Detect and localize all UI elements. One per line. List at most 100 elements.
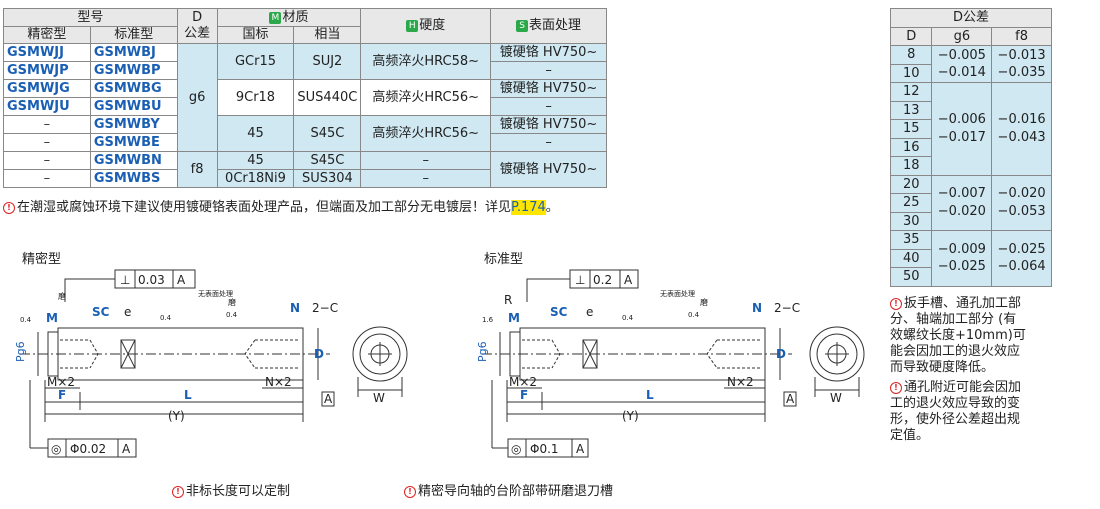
col-f8: f8 — [991, 26, 1052, 46]
header-equiv: 相当 — [293, 26, 362, 44]
label-mx2: M×2 — [509, 375, 537, 389]
d-value: 30 — [889, 211, 933, 231]
model-standard[interactable]: GSMWBP — [89, 61, 178, 80]
d-value: 10 — [889, 63, 933, 83]
hardness-value: – — [360, 169, 492, 188]
perp-symbol: ⊥ — [120, 273, 130, 287]
roughness-mark: 0.4 — [622, 314, 634, 322]
model-precision[interactable]: GSMWJJ — [3, 43, 91, 62]
model-standard[interactable]: GSMWBJ — [89, 43, 178, 62]
material-equiv: SUS304 — [293, 169, 362, 188]
side-note: !扳手槽、通孔加工部 分、轴端加工部分 (有 效螺纹长度+10mm)可 能会因加… — [890, 296, 1026, 375]
label-m: M — [508, 311, 520, 325]
surface-value: – — [490, 97, 607, 116]
hardness-value: – — [360, 151, 492, 170]
col-g6: g6 — [931, 26, 993, 46]
precision-title: 精密型 — [22, 252, 62, 267]
label-n: N — [290, 301, 300, 315]
label-sc: SC — [92, 305, 110, 319]
grind-mark: 磨 — [228, 297, 236, 307]
perp-tolerance: 0.2 — [593, 273, 612, 287]
conc-symbol: ◎ — [511, 442, 521, 456]
roughness-mark: 0.4 — [160, 314, 172, 322]
label-mx2: M×2 — [47, 375, 75, 389]
label-chamfer: 2−C — [774, 301, 800, 315]
side-note: !通孔附近可能会因加 工的退火效应导致的变 形，使外径公差超出规 定值。 — [890, 380, 1022, 443]
model-standard[interactable]: GSMWBY — [89, 115, 178, 134]
warning-icon: ! — [3, 202, 15, 214]
label-l: L — [646, 388, 654, 402]
label-n: N — [752, 301, 762, 315]
side-notes: !扳手槽、通孔加工部 分、轴端加工部分 (有 效螺纹长度+10mm)可 能会因加… — [890, 296, 1095, 444]
surface-value: 镀硬铬 HV750~ — [490, 79, 607, 98]
model-standard[interactable]: GSMWBN — [89, 151, 178, 170]
conc-tolerance: Φ0.02 — [70, 442, 106, 456]
page-link[interactable]: P.174 — [511, 200, 546, 215]
model-standard[interactable]: GSMWBU — [89, 97, 178, 116]
material-equiv: SUS440C — [293, 79, 362, 116]
model-standard[interactable]: GSMWBE — [89, 133, 178, 152]
conc-tolerance: Φ0.1 — [530, 442, 559, 456]
roughness-mark: 1.6 — [482, 316, 494, 324]
material-badge-icon: M — [269, 11, 282, 24]
d-value: 13 — [889, 100, 933, 120]
f8-range: −0.025−0.064 — [991, 230, 1052, 287]
header-model: 型号 — [3, 8, 178, 27]
datum-a: A — [624, 273, 633, 287]
d-value: 50 — [889, 267, 933, 287]
model-standard[interactable]: GSMWBG — [89, 79, 178, 98]
material-gb: 0Cr18Ni9 — [216, 169, 295, 188]
d-value: 25 — [889, 193, 933, 213]
datum-a: A — [122, 442, 131, 456]
label-d: D — [314, 347, 324, 361]
d-value: 15 — [889, 119, 933, 139]
tolerance-table: D公差 D g6 f8 8 −0.005−0.014 −0.013−0.035 … — [889, 8, 1052, 287]
warning-icon: ! — [404, 486, 416, 498]
model-precision[interactable]: GSMWJP — [3, 61, 91, 80]
material-gb: 45 — [216, 115, 295, 152]
warning-icon: ! — [890, 382, 902, 394]
conc-symbol: ◎ — [51, 442, 61, 456]
model-precision[interactable]: GSMWJU — [3, 97, 91, 116]
label-pg6: Pg6 — [476, 341, 489, 362]
model-precision: – — [3, 151, 91, 170]
d-value: 16 — [889, 137, 933, 157]
datum-a: A — [576, 442, 585, 456]
model-precision: – — [3, 169, 91, 188]
d-value: 35 — [889, 230, 933, 250]
datum-a: A — [324, 392, 333, 406]
label-nx2: N×2 — [727, 375, 754, 389]
label-sc: SC — [550, 305, 568, 319]
label-f: F — [520, 388, 528, 402]
no-surface-note: 无表面处理 — [198, 289, 233, 298]
d-value: 18 — [889, 156, 933, 176]
f8-range: −0.013−0.035 — [991, 45, 1052, 83]
d-value: 20 — [889, 174, 933, 194]
material-equiv: S45C — [293, 115, 362, 152]
header-gb: 国标 — [216, 26, 295, 44]
g6-range: −0.005−0.014 — [931, 45, 993, 83]
perp-symbol: ⊥ — [575, 273, 585, 287]
model-standard[interactable]: GSMWBS — [89, 169, 178, 188]
tolerance-f8: f8 — [176, 151, 218, 188]
material-gb: 9Cr18 — [216, 79, 295, 116]
label-m: M — [46, 311, 58, 325]
model-precision: – — [3, 133, 91, 152]
roughness-mark: 0.4 — [688, 311, 700, 319]
label-w: W — [373, 391, 385, 405]
label-f: F — [58, 388, 66, 402]
surface-value: 镀硬铬 HV750~ — [490, 151, 607, 188]
warning-icon: ! — [172, 486, 184, 498]
model-precision: – — [3, 115, 91, 134]
model-precision[interactable]: GSMWJG — [3, 79, 91, 98]
label-w: W — [830, 391, 842, 405]
label-e: e — [586, 305, 593, 319]
material-gb: GCr15 — [216, 43, 295, 80]
hardness-value: 高频淬火HRC56~ — [360, 115, 492, 152]
d-value: 8 — [889, 45, 933, 65]
g6-range: −0.006−0.017 — [931, 82, 993, 176]
no-surface-note: 无表面处理 — [660, 289, 695, 298]
